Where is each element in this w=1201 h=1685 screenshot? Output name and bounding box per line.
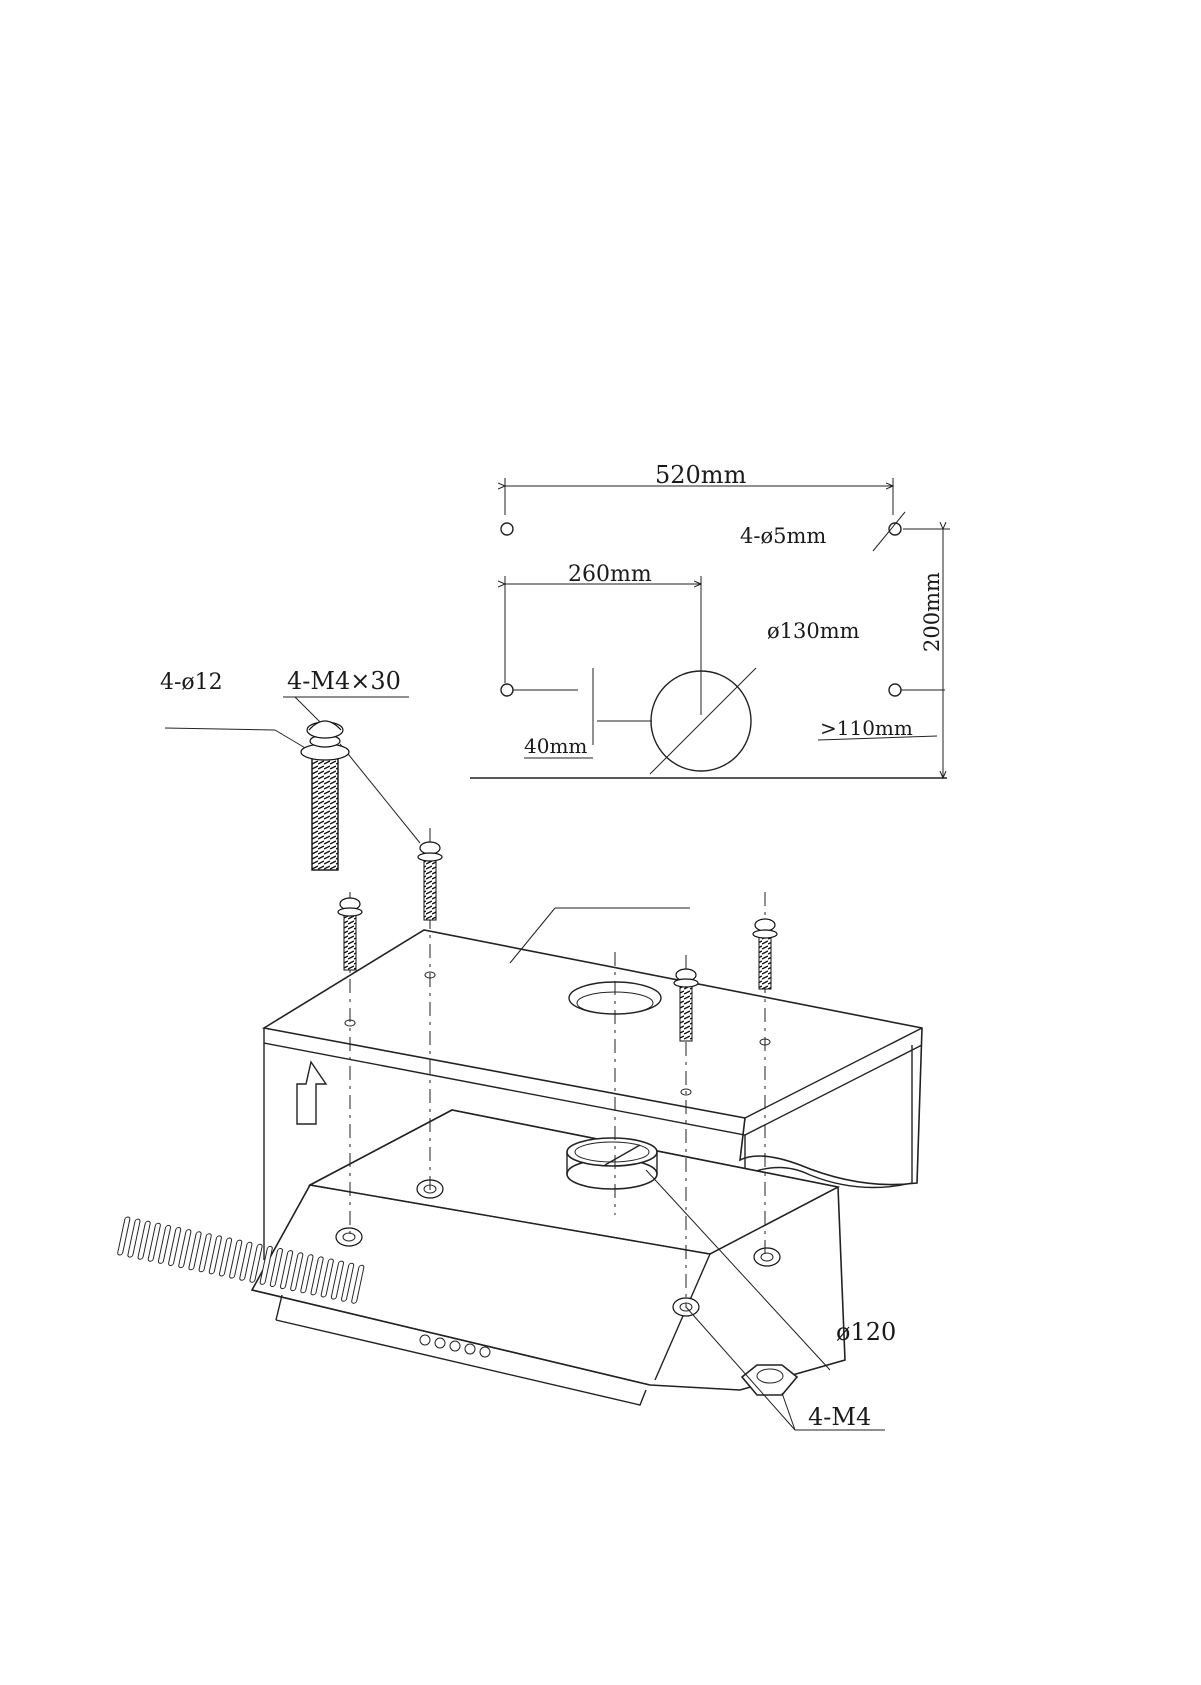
- vent-slot: [168, 1228, 181, 1266]
- dim-260-label: 260mm: [568, 562, 652, 587]
- range-hood: [117, 1110, 845, 1405]
- vent-slot: [127, 1219, 140, 1257]
- screw-detail: [301, 721, 349, 870]
- dim-200-label: 200mm: [920, 572, 944, 652]
- mounting-hole: [501, 684, 513, 696]
- fastener-callouts: 4-ø12 4-M4×30: [160, 667, 420, 870]
- small-screw: [418, 842, 442, 920]
- washer-spec-label: 4-ø12: [160, 670, 223, 695]
- screw-spec-label: 4-M4×30: [287, 667, 401, 695]
- mounting-hole: [501, 523, 513, 535]
- duct-hole-spec-label: ø130mm: [767, 619, 860, 643]
- vent-slot: [117, 1217, 130, 1255]
- vent-slot: [158, 1225, 171, 1263]
- vent-slot: [188, 1232, 201, 1270]
- outlet-spec-label: ø120: [836, 1318, 896, 1346]
- nut-spec-label: 4-M4: [808, 1403, 871, 1431]
- vent-slot: [209, 1236, 222, 1274]
- outlet-collar: [567, 1138, 657, 1189]
- hole-spec-label: 4-ø5mm: [740, 524, 826, 548]
- vent-slot: [178, 1230, 191, 1268]
- vent-slot: [138, 1221, 151, 1259]
- mounting-hole: [889, 684, 901, 696]
- small-screw: [338, 898, 362, 970]
- vent-slot: [239, 1242, 252, 1280]
- dim-520-label: 520mm: [655, 461, 747, 489]
- vent-slot: [148, 1223, 161, 1261]
- dim-clearance-label: >110mm: [820, 716, 913, 740]
- vent-slot: [219, 1238, 232, 1276]
- vent-slot: [199, 1234, 212, 1272]
- vent-slot: [229, 1240, 242, 1278]
- dim-40-label: 40mm: [524, 734, 587, 758]
- mounting-template: 520mm 4-ø5mm 260mm ø130mm 200mm 40mm >11…: [470, 461, 950, 778]
- small-screw: [753, 919, 777, 989]
- up-arrow-icon: [297, 1062, 326, 1124]
